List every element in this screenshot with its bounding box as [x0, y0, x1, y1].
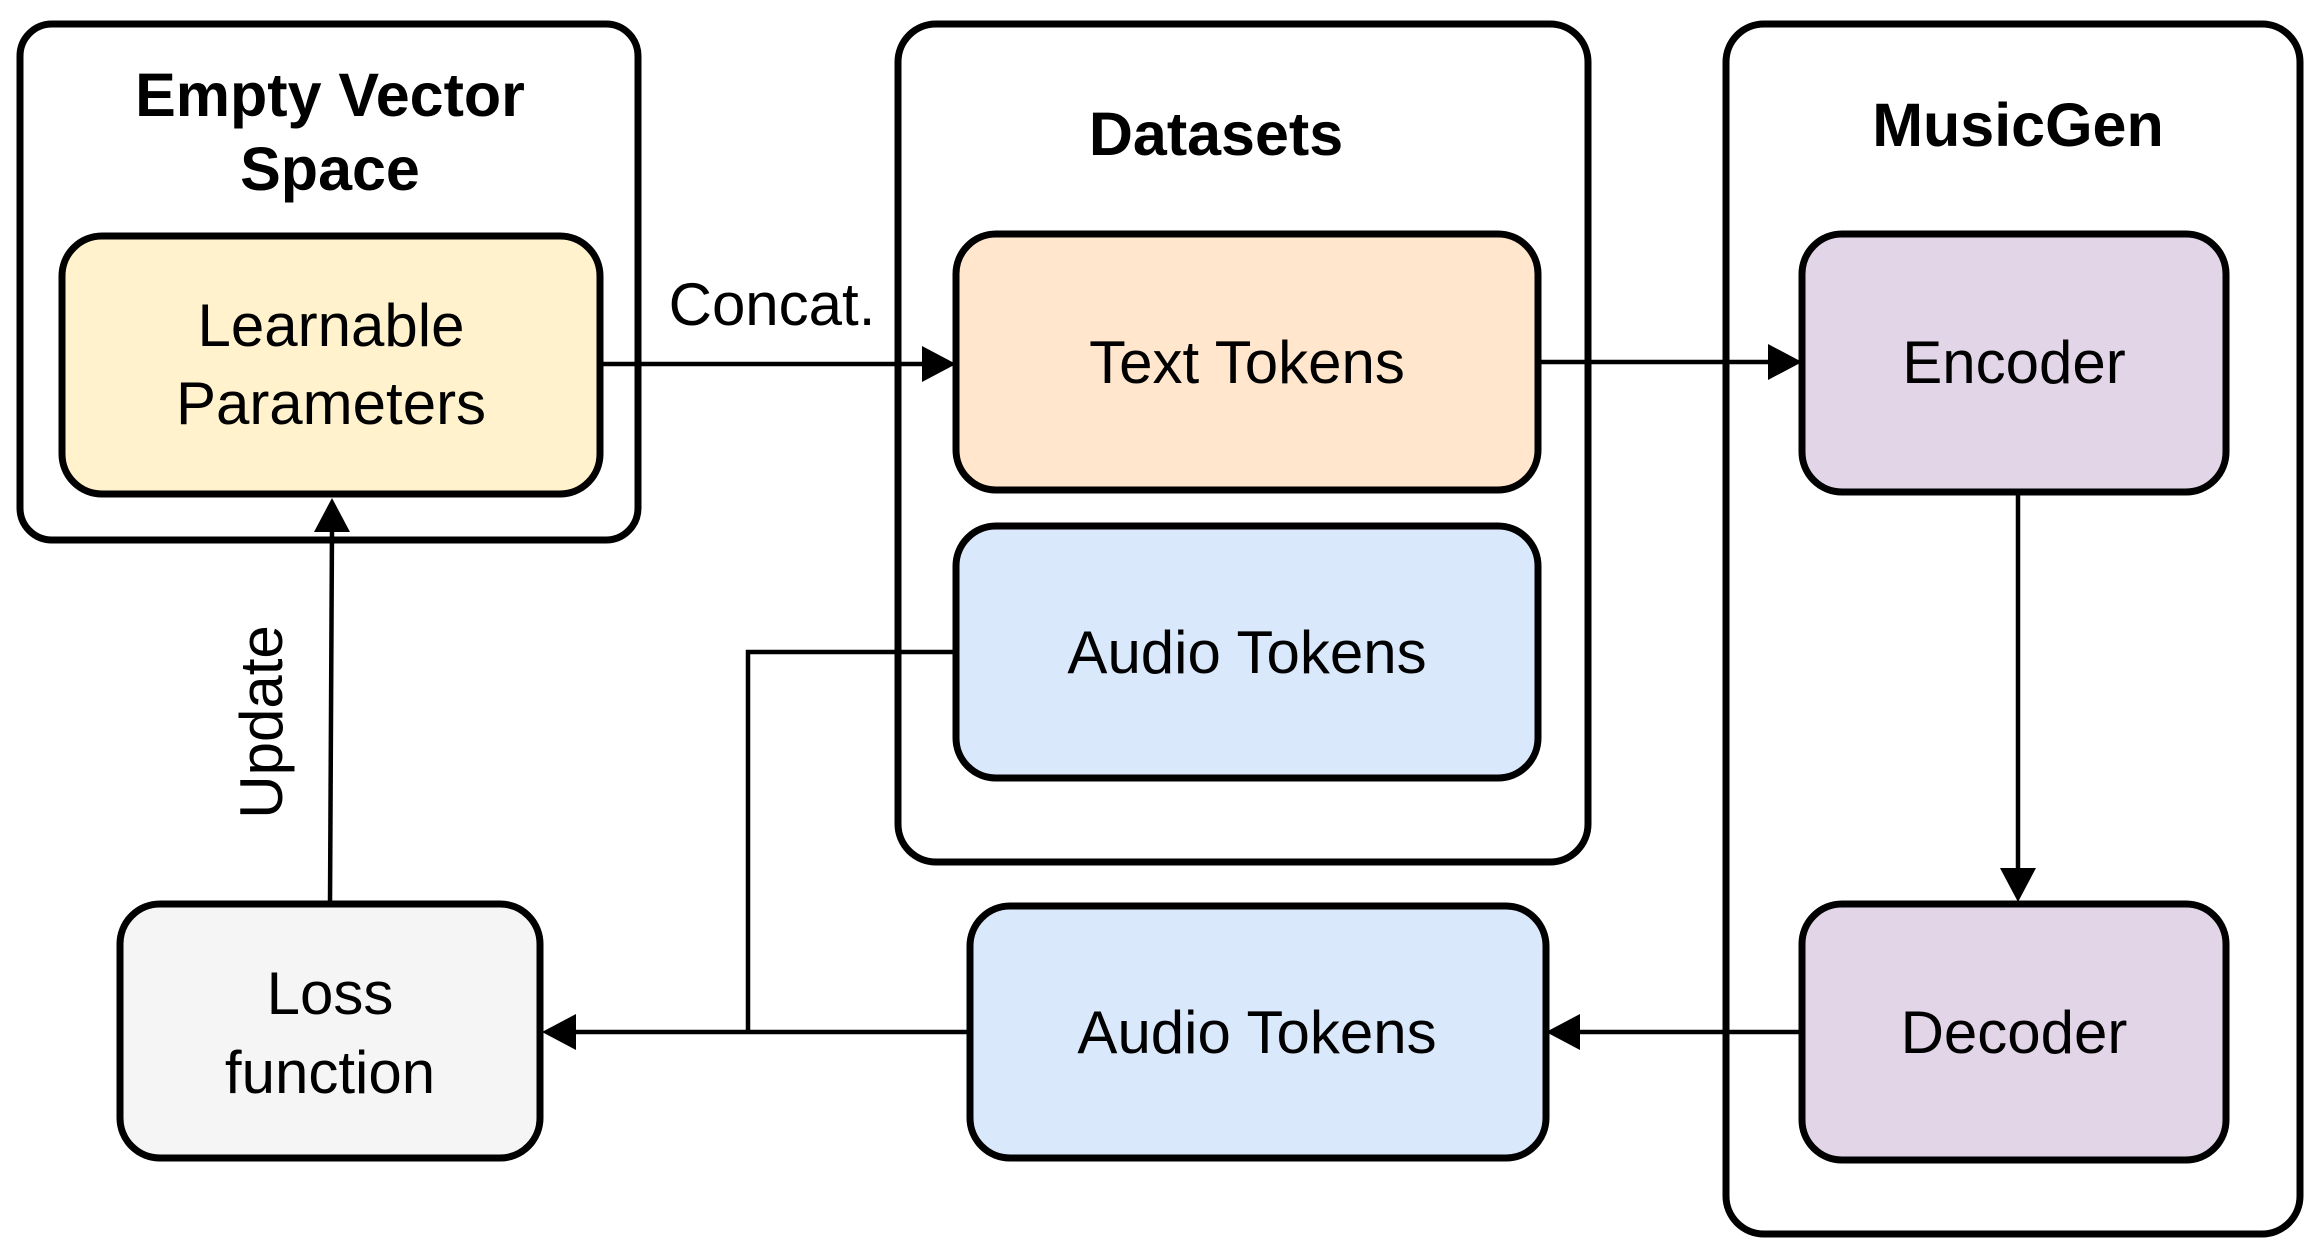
- node-audio-tokens-generated: Audio Tokens: [966, 902, 1550, 1162]
- edge-label-concat: Concat.: [669, 271, 876, 338]
- edge-dataset-audio-to-loss: [745, 649, 956, 1032]
- node-learnable-parameters-label-line2: Parameters: [176, 370, 486, 437]
- node-audio-tokens-generated-label: Audio Tokens: [1077, 999, 1436, 1066]
- edge-encoder-to-decoder-arrowhead: [2000, 868, 2036, 902]
- node-audio-tokens-dataset-label: Audio Tokens: [1067, 619, 1426, 686]
- edge-text-to-encoder-arrowhead: [1768, 344, 1802, 380]
- node-text-tokens: Text Tokens: [952, 230, 1542, 494]
- node-loss-function-label-line1: Loss: [267, 960, 394, 1027]
- edge-update: [327, 527, 335, 905]
- node-learnable-parameters-box: [58, 232, 604, 498]
- node-text-tokens-label: Text Tokens: [1089, 329, 1405, 396]
- node-encoder-box: [1798, 230, 2230, 496]
- group-datasets-title: Datasets: [1089, 100, 1343, 168]
- node-learnable-parameters-label-line1: Learnable: [198, 292, 465, 359]
- node-decoder: Decoder: [1798, 900, 2230, 1164]
- node-encoder-label: Encoder: [1902, 329, 2125, 396]
- edge-generated-audio-to-loss-arrowhead: [542, 1014, 576, 1050]
- node-decoder-label: Decoder: [1901, 999, 2128, 1066]
- node-decoder-box: [1798, 900, 2230, 1164]
- node-audio-tokens-dataset-box: [952, 522, 1542, 782]
- node-encoder: Encoder: [1798, 230, 2230, 496]
- edge-update-arrowhead: [314, 498, 350, 532]
- node-audio-tokens-generated-box: [966, 902, 1550, 1162]
- edge-label-update: Update: [228, 625, 295, 818]
- group-musicgen-title: MusicGen: [1872, 91, 2164, 159]
- node-loss-function-box: [116, 900, 544, 1162]
- node-learnable-parameters: Learnable Parameters: [58, 232, 604, 498]
- node-text-tokens-box: [952, 230, 1542, 494]
- edges: [314, 344, 2036, 1050]
- edge-decoder-to-audio-arrowhead: [1546, 1014, 1580, 1050]
- group-empty-vector-space-title-line2: Space: [240, 135, 420, 203]
- node-loss-function-label-line2: function: [225, 1039, 435, 1106]
- group-empty-vector-space-title-line1: Empty Vector: [135, 61, 525, 129]
- edge-concat-arrowhead: [922, 346, 956, 382]
- node-audio-tokens-dataset: Audio Tokens: [952, 522, 1542, 782]
- node-loss-function: Loss function: [116, 900, 544, 1162]
